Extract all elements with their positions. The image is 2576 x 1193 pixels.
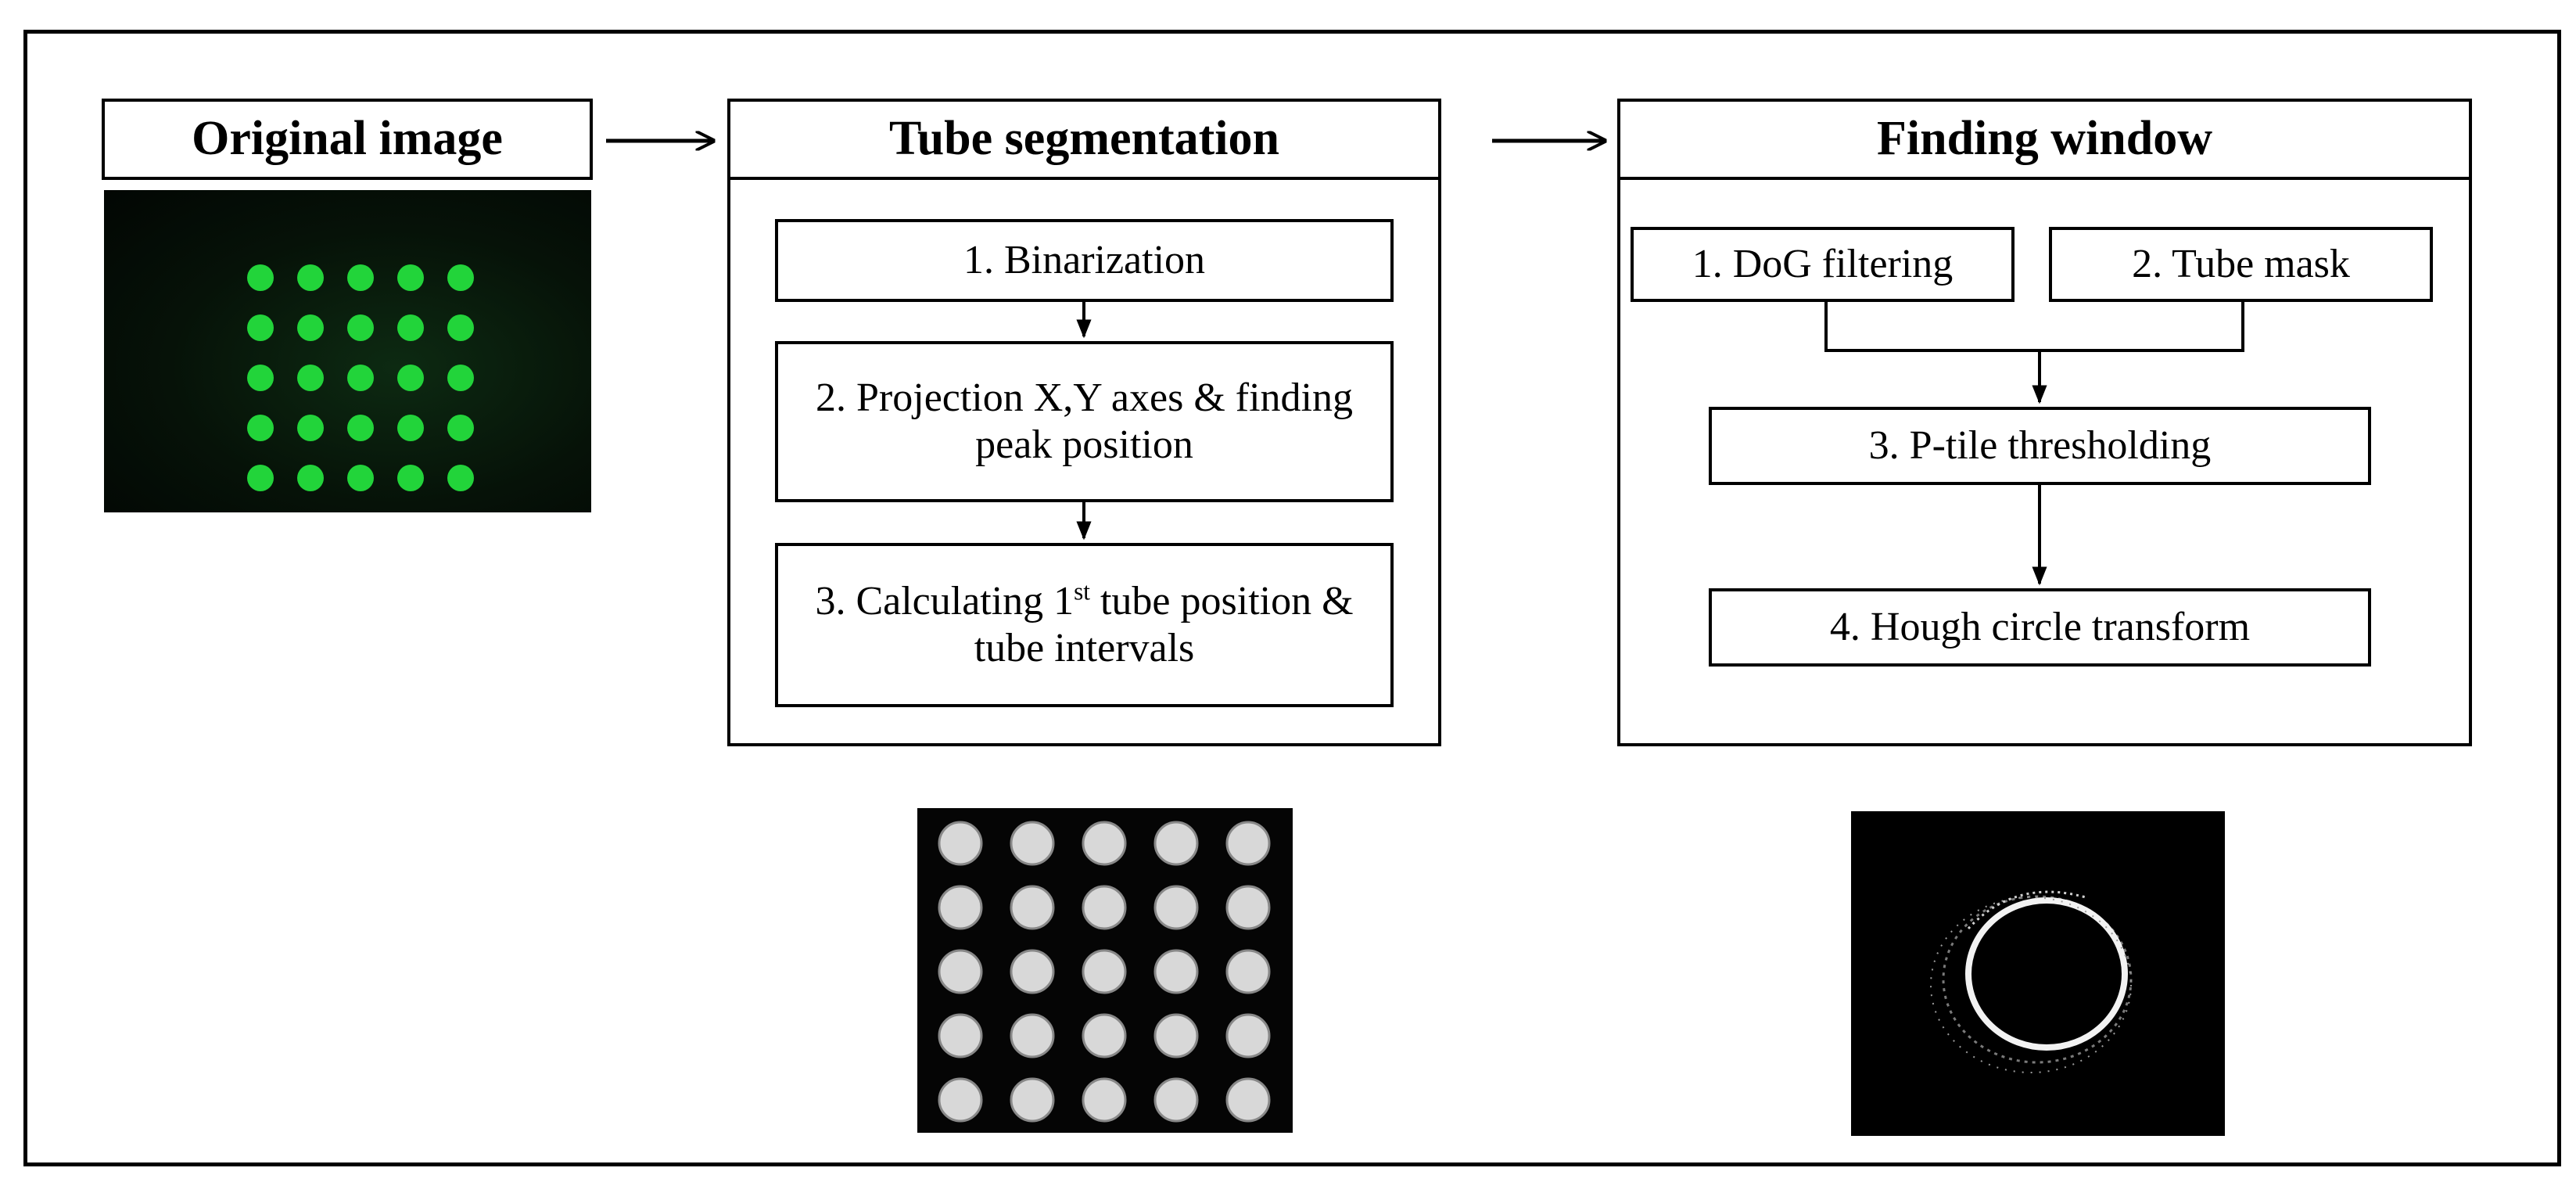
green-tube-dot — [297, 415, 324, 441]
finding-window-header: Finding window — [1617, 99, 2472, 180]
gray-tube-dot — [938, 1077, 983, 1123]
gray-tube-dot — [1153, 1013, 1199, 1058]
hough-circle-step: 4. Hough circle transform — [1709, 588, 2371, 667]
tube-array-gray — [938, 821, 1271, 1123]
gray-tube-dot — [938, 949, 983, 994]
hough-circle-image — [1851, 811, 2225, 1136]
green-tube-dot — [397, 365, 424, 391]
gray-tube-dot — [1010, 1013, 1055, 1058]
original-fluorescence-image — [104, 190, 591, 512]
green-tube-dot — [247, 314, 274, 341]
green-tube-dot — [247, 264, 274, 291]
dog-filtering-step: 1. DoG filtering — [1631, 227, 2015, 302]
tube-mask-step: 2. Tube mask — [2049, 227, 2433, 302]
binarization-step: 1. Binarization — [775, 219, 1394, 302]
green-tube-dot — [247, 415, 274, 441]
gray-tube-dot — [1153, 1077, 1199, 1123]
green-tube-dot — [447, 314, 474, 341]
green-tube-dot — [347, 314, 374, 341]
gray-tube-dot — [938, 885, 983, 930]
gray-tube-dot — [1082, 1013, 1127, 1058]
gray-tube-dot — [1082, 821, 1127, 866]
gray-tube-dot — [1082, 949, 1127, 994]
green-tube-dot — [247, 465, 274, 491]
green-tube-dot — [297, 264, 324, 291]
figure-frame — [23, 30, 2561, 1166]
green-tube-dot — [447, 264, 474, 291]
green-tube-dot — [347, 365, 374, 391]
green-tube-dot — [297, 465, 324, 491]
gray-tube-dot — [938, 1013, 983, 1058]
green-tube-dot — [397, 314, 424, 341]
segmented-tube-image — [917, 808, 1293, 1133]
green-tube-dot — [347, 465, 374, 491]
calculating-step-text: 3. Calculating 1st tube position & tube … — [815, 577, 1354, 670]
tube-array-green — [247, 264, 474, 491]
projection-step: 2. Projection X,Y axes & finding peak po… — [775, 341, 1394, 502]
original-image-header: Original image — [102, 99, 593, 180]
green-tube-dot — [447, 365, 474, 391]
calculating-step: 3. Calculating 1st tube position & tube … — [775, 543, 1394, 707]
gray-tube-dot — [1153, 949, 1199, 994]
green-tube-dot — [447, 465, 474, 491]
gray-tube-dot — [1225, 1013, 1271, 1058]
gray-tube-dot — [1010, 1077, 1055, 1123]
green-tube-dot — [447, 415, 474, 441]
gray-tube-dot — [1082, 885, 1127, 930]
green-tube-dot — [247, 365, 274, 391]
green-tube-dot — [297, 365, 324, 391]
gray-tube-dot — [1010, 821, 1055, 866]
green-tube-dot — [347, 264, 374, 291]
green-tube-dot — [397, 415, 424, 441]
gray-tube-dot — [1010, 949, 1055, 994]
merge-connector — [1824, 302, 2244, 352]
gray-tube-dot — [1082, 1077, 1127, 1123]
gray-tube-dot — [1225, 1077, 1271, 1123]
detected-circle — [1930, 890, 2133, 1073]
gray-tube-dot — [1153, 821, 1199, 866]
green-tube-dot — [347, 415, 374, 441]
tube-segmentation-header: Tube segmentation — [727, 99, 1441, 180]
green-tube-dot — [397, 264, 424, 291]
p-tile-thresholding-step: 3. P-tile thresholding — [1709, 407, 2371, 485]
gray-tube-dot — [1225, 885, 1271, 930]
gray-tube-dot — [1225, 821, 1271, 866]
green-tube-dot — [297, 314, 324, 341]
gray-tube-dot — [938, 821, 983, 866]
gray-tube-dot — [1153, 885, 1199, 930]
green-tube-dot — [397, 465, 424, 491]
gray-tube-dot — [1225, 949, 1271, 994]
gray-tube-dot — [1010, 885, 1055, 930]
